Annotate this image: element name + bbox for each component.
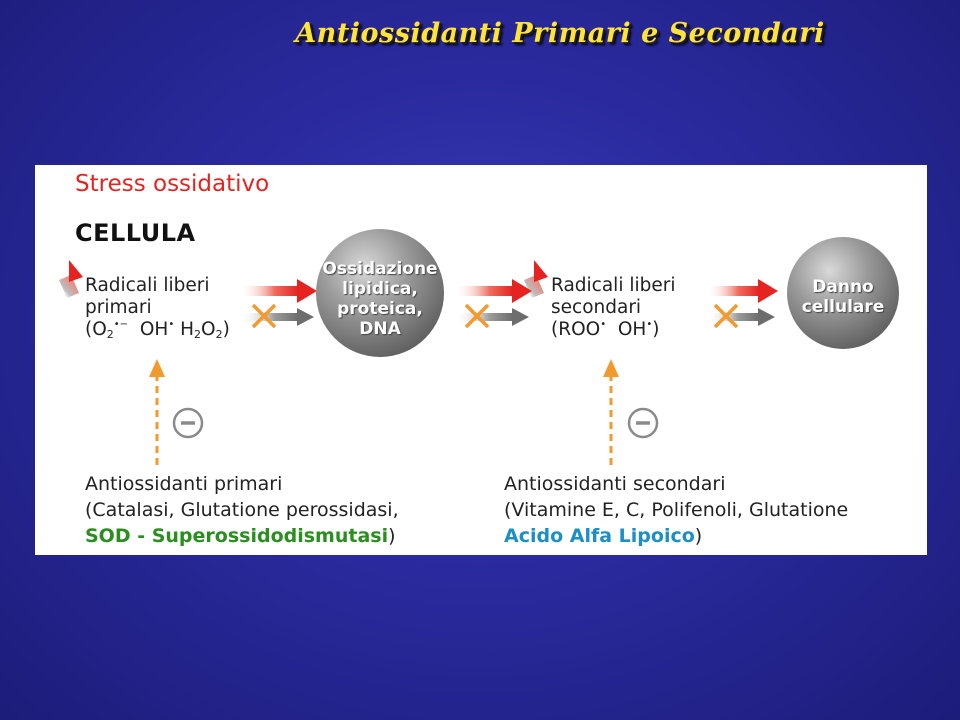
arrow-red-1	[240, 279, 317, 303]
rising-arrow-secondary	[524, 260, 548, 298]
arrow-red-2	[455, 279, 532, 303]
ala-highlight: Acido Alfa Lipoico	[504, 525, 695, 547]
diagram-panel: Stress ossidativo CELLULA Radicali liber…	[35, 165, 927, 555]
primary-radicals-label: Radicali liberi primari (O2•− OH• H2O2)	[85, 275, 230, 346]
rising-arrow-primary	[59, 260, 83, 298]
arrow-gray-3	[707, 308, 775, 326]
diagram-graphics	[59, 229, 899, 465]
minus-icon-primary	[172, 407, 204, 439]
arrow-gray-2	[455, 308, 529, 326]
stress-heading: Stress ossidativo	[75, 171, 270, 197]
damage-sphere	[787, 237, 899, 349]
cross-icon-2	[464, 303, 490, 329]
inhibition-arrow-primary	[149, 359, 165, 465]
primary-radicals-formula: (O2•− OH• H2O2)	[85, 319, 230, 341]
cellula-heading: CELLULA	[75, 219, 196, 247]
sod-highlight: SOD - Superossidodismutasi	[85, 525, 389, 547]
secondary-radicals-label: Radicali liberi secondari (ROO• OH•)	[551, 275, 676, 344]
inhibition-arrow-secondary	[603, 359, 619, 465]
minus-icon-secondary	[627, 407, 659, 439]
oxidation-sphere-label: Ossidazione lipidica, proteica, DNA	[322, 259, 438, 339]
secondary-radicals-formula: (ROO• OH•)	[551, 319, 660, 340]
slide-title: Antiossidanti Primari e Secondari	[295, 18, 825, 49]
arrow-gray-1	[240, 308, 314, 326]
cross-icon-3	[713, 303, 739, 329]
primary-antioxidants-text: Antiossidanti primari (Catalasi, Glutati…	[85, 473, 399, 547]
secondary-antioxidants-text: Antiossidanti secondari (Vitamine E, C, …	[504, 473, 849, 547]
damage-sphere-label: Danno cellulare	[801, 277, 885, 317]
arrow-red-3	[707, 279, 778, 303]
cross-icon-1	[251, 303, 277, 329]
oxidation-sphere	[316, 229, 444, 357]
